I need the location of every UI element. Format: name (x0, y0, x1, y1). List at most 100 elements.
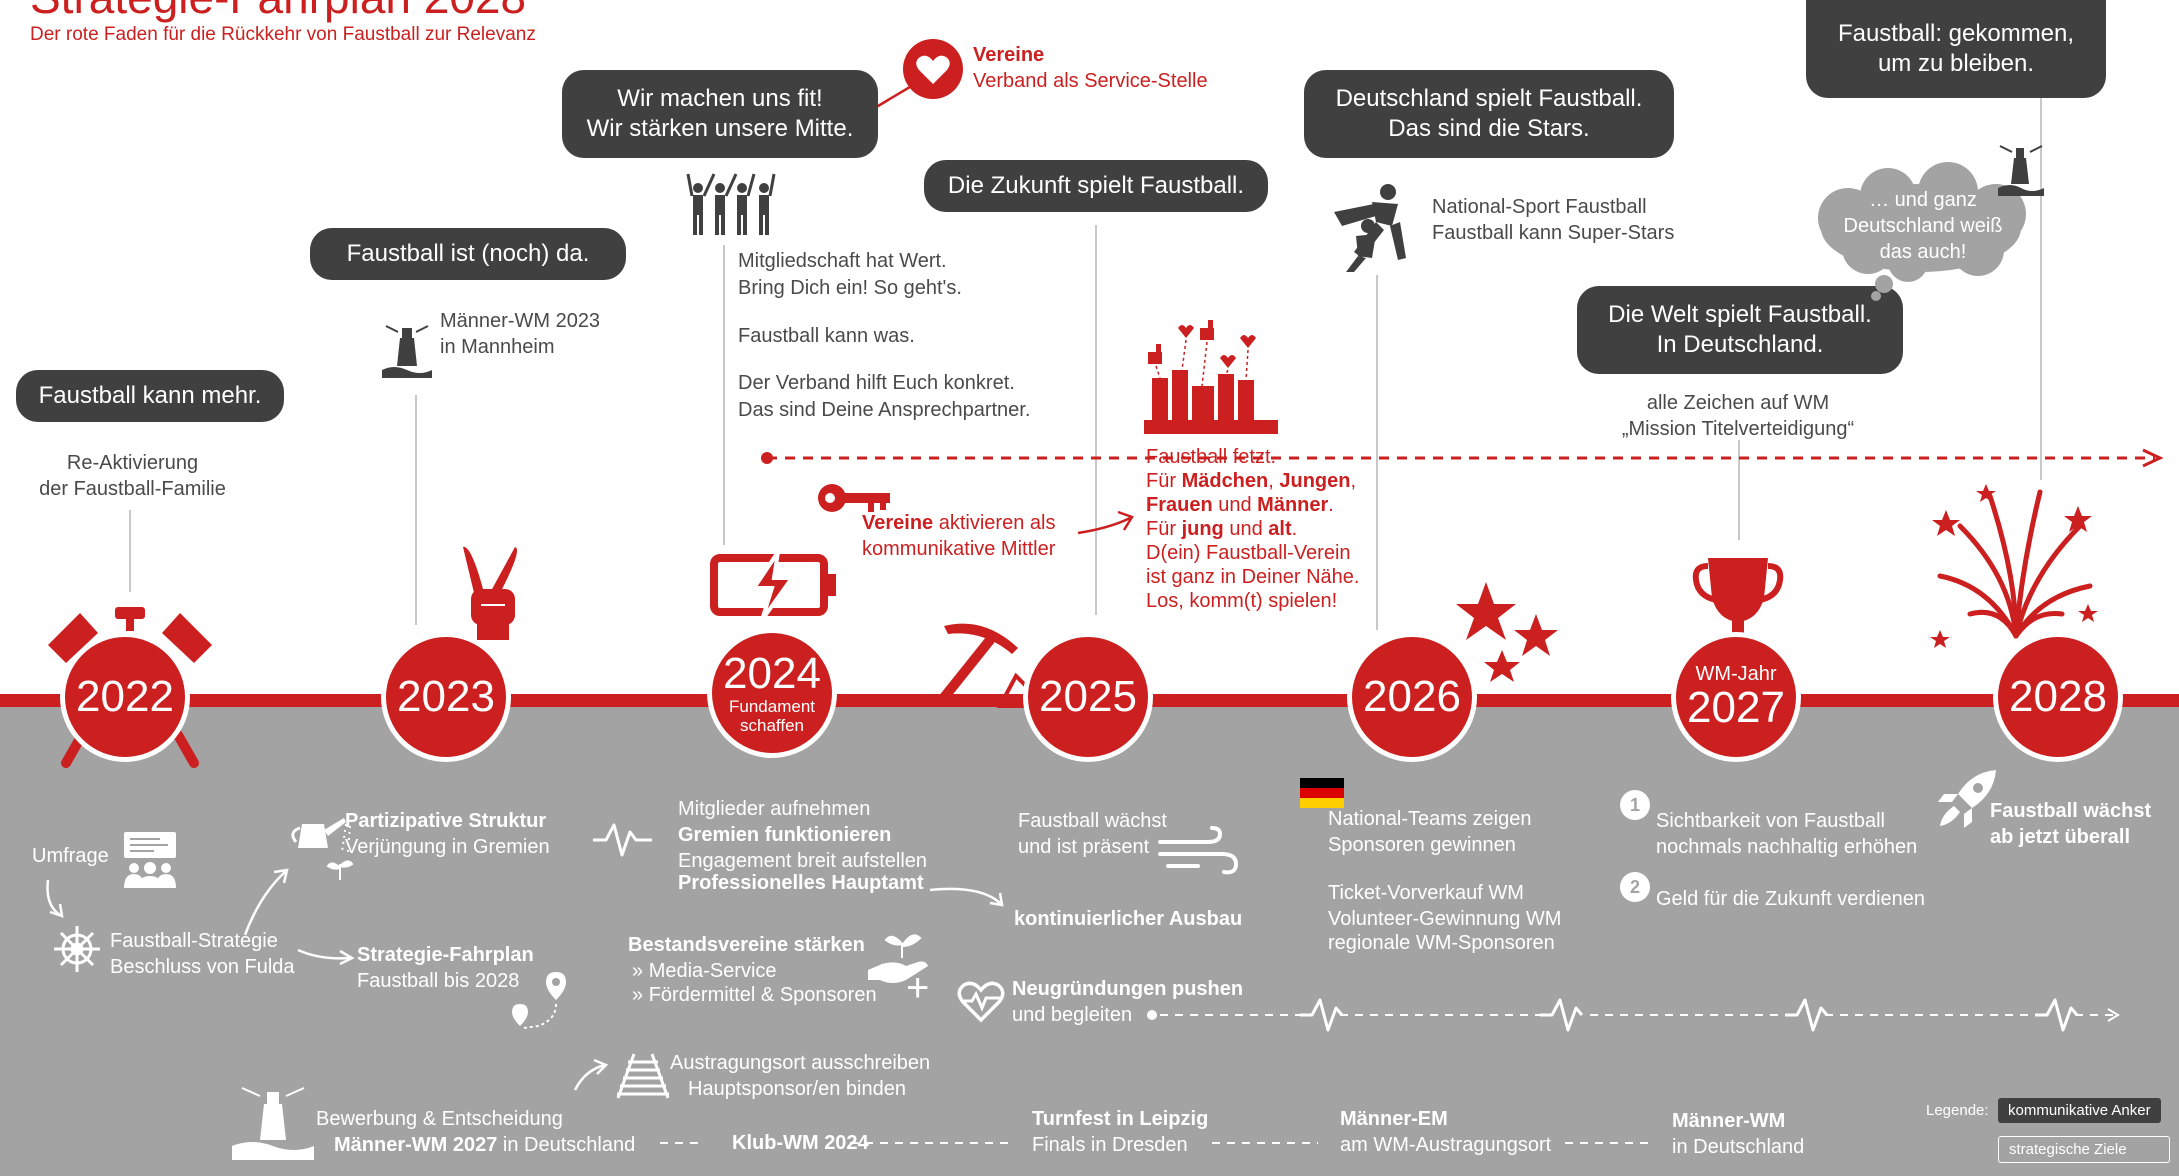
partizipativ-text: Partizipative Struktur (345, 810, 547, 832)
year-2022: 2022 (60, 632, 190, 762)
lighthouse-icon-bottom (232, 1087, 314, 1160)
city-likes-icon (1144, 320, 1278, 434)
text-2023-1: Männer-WM 2023 (440, 310, 601, 332)
waechst-text-1: Faustball wächst (1018, 810, 1167, 832)
text-2025-6: ist ganz in Deiner Nähe. (1146, 566, 1360, 588)
number-badge-2: 2 (1620, 872, 1650, 902)
anchor-bubble-2027: Die Welt spielt Faustball.In Deutschland… (1577, 286, 1903, 374)
text-2027-2: „Mission Titelverteidigung“ (1621, 418, 1855, 440)
heart-text: Verband als Service-Stelle (973, 70, 1208, 92)
bewerbung-text-1: Bewerbung & Entscheidung (316, 1108, 563, 1130)
umfrage-text: Umfrage (32, 845, 109, 867)
sichtbarkeit-text-1: Sichtbarkeit von Faustball (1656, 810, 1886, 832)
wind-icon (1158, 826, 1239, 875)
anchor-bubble-2023: Faustball ist (noch) da. (310, 228, 626, 280)
nat-text-1: National-Teams zeigen (1328, 808, 1532, 830)
anchor-bubble-2024: Wir machen uns fit!Wir stärken unsere Mi… (562, 70, 878, 158)
connector-2028 (2040, 90, 2042, 480)
text-2025-1: Faustball fetzt. (1146, 446, 1277, 468)
connector-2027 (1738, 440, 1740, 540)
text-2025-7: Los, komm(t) spielen! (1146, 590, 1338, 612)
heart-icon (903, 39, 963, 99)
plus-icon: + (906, 966, 930, 1010)
cloud-text-1: … und ganz (1869, 189, 1977, 211)
heart-pulse-icon (957, 981, 1005, 1023)
legend-item-anker: kommunikative Anker (1998, 1098, 2161, 1123)
watering-can-icon (291, 818, 354, 880)
year-2026: 2026 (1347, 632, 1477, 762)
key-text-1: Vereine aktivieren als (862, 512, 1056, 534)
text-2024-5: Das sind Deine Ansprechpartner. (738, 399, 1031, 421)
cloud-text-2: Deutschland weiß (1843, 215, 2003, 237)
route-pin-icon (512, 972, 566, 1029)
hand-plant-icon (868, 934, 928, 983)
strategie-text-1: Faustball-Strategie (110, 930, 278, 952)
klub-wm-text: Klub-WM 2024 (732, 1132, 869, 1154)
turnfest-text-1: Turnfest in Leipzig (1032, 1108, 1209, 1130)
text-2025-5: D(ein) Faustball-Verein (1146, 542, 1351, 564)
thought-cloud (1818, 162, 2026, 301)
neu-text-1: Neugründungen pushen (1012, 978, 1244, 1000)
text-2022-1: Re-Aktivierung (66, 452, 199, 474)
heart-title: Vereine (973, 44, 1045, 66)
legend-label: Legende: (1926, 1102, 1989, 1119)
ticket-text-2: Volunteer-Gewinnung WM (1328, 908, 1562, 930)
victory-hand-icon (463, 546, 517, 640)
text-2022-2: der Faustball-Familie (39, 478, 226, 500)
key-icon (818, 484, 890, 512)
bestand-text: Bestandsvereine stärken (628, 934, 865, 956)
text-2024-3: Faustball kann was. (738, 325, 915, 347)
ueberall-text-1: Faustball wächst (1990, 800, 2152, 822)
neu-text-2: und begleiten (1012, 1004, 1133, 1026)
sichtbarkeit-text-2: nochmals nachhaltig erhöhen (1656, 836, 1918, 858)
year-2024: 2024 Fundament schaffen (707, 628, 837, 758)
fahrplan-text-2: Faustball bis 2028 (357, 970, 520, 992)
rocket-icon (1938, 770, 1996, 828)
connector-2026 (1376, 275, 1378, 630)
nat-text-2: Sponsoren gewinnen (1328, 834, 1516, 856)
austragung-text-1: Austragungsort ausschreiben (670, 1052, 931, 1074)
group-cheering-icon (686, 173, 776, 235)
anchor-bubble-2022: Faustball kann mehr. (16, 370, 284, 422)
page-subtitle: Der rote Faden für die Rückkehr von Faus… (30, 24, 536, 45)
strategie-text-2: Beschluss von Fulda (110, 956, 295, 978)
survey-group-icon (124, 832, 176, 888)
mitglieder-text-1: Mitglieder aufnehmen (678, 798, 871, 820)
lighthouse-icon (382, 325, 432, 378)
ship-wheel-icon (54, 926, 100, 972)
anchor-bubble-2028: Faustball: gekommen,um zu bleiben. (1806, 0, 2106, 98)
mitglieder-text-3: Engagement breit aufstellen (678, 850, 928, 872)
year-2023: 2023 (381, 632, 511, 762)
foerder-text: » Fördermittel & Sponsoren (632, 984, 877, 1006)
number-badge-1: 1 (1620, 790, 1650, 820)
verjuengung-text: Verjüngung in Gremien (345, 836, 550, 858)
key-text-2: kommunikative Mittler (862, 538, 1056, 560)
connector-2025 (1095, 225, 1097, 615)
ticket-text-1: Ticket-Vorverkauf WM (1328, 882, 1524, 904)
text-2025-3: Frauen und Männer. (1146, 494, 1334, 516)
media-text: » Media-Service (632, 960, 777, 982)
connector-2022 (129, 510, 131, 592)
maenner-wm-text-1: Männer-WM (1672, 1110, 1786, 1132)
text-2026-2: Faustball kann Super-Stars (1432, 222, 1675, 244)
connector-2023 (415, 395, 417, 625)
text-2025-2: Für Mädchen, Jungen, (1146, 470, 1357, 492)
ueberall-text-2: ab jetzt überall (1990, 826, 2131, 848)
connector-2024 (723, 245, 725, 545)
fireworks-icon (1930, 484, 2098, 648)
lower-panel (0, 700, 2179, 1176)
bewerbung-text-2: Männer-WM 2027 in Deutschland (334, 1134, 636, 1156)
year-2028: 2028 (1993, 632, 2123, 762)
maenner-wm-text-2: in Deutschland (1672, 1136, 1805, 1158)
text-2023-2: in Mannheim (440, 336, 555, 358)
text-2024-2: Bring Dich ein! So geht's. (738, 277, 962, 299)
maenner-em-text-1: Männer-EM (1340, 1108, 1448, 1130)
turnfest-text-2: Finals in Dresden (1032, 1134, 1188, 1156)
ticket-text-3: regionale WM-Sponsoren (1328, 932, 1555, 954)
ausbau-text: kontinuierlicher Ausbau (1014, 908, 1243, 930)
mitglieder-text-2: Gremien funktionieren (678, 824, 892, 846)
stars-icon (1456, 582, 1558, 682)
lighthouse-icon-2028 (1998, 145, 2044, 196)
alarm-clock-icon (48, 607, 212, 768)
